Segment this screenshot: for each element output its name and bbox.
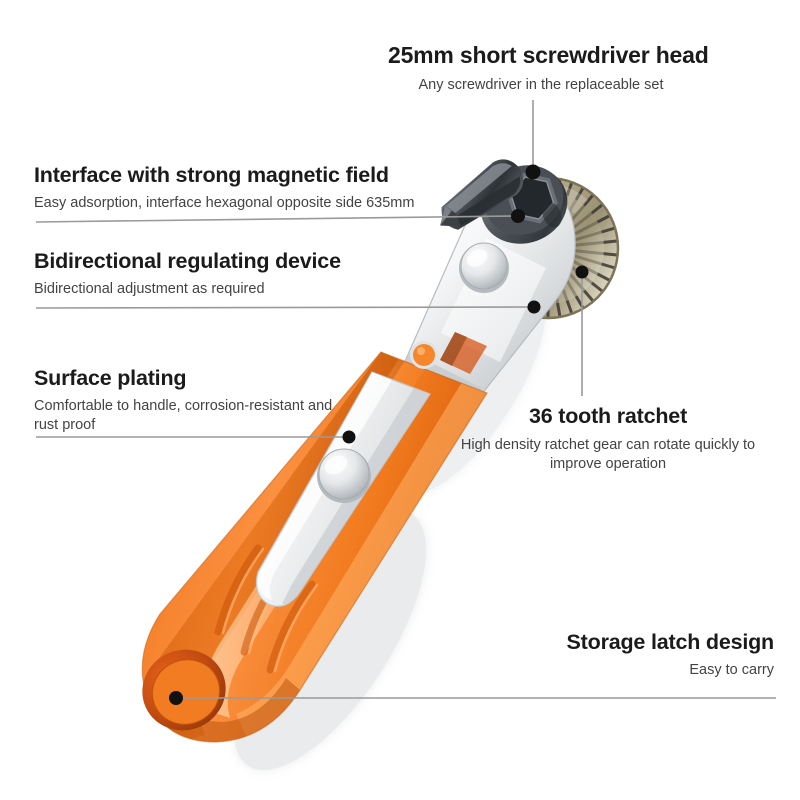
callout-storage-latch: Storage latch design Easy to carry (520, 630, 775, 680)
callout-surface-plating: Surface plating Comfortable to handle, c… (34, 366, 334, 434)
callout-tooth-ratchet: 36 tooth ratchet High density ratchet ge… (448, 404, 768, 473)
handle-rivet (317, 448, 371, 503)
callout-bidirectional-device: Bidirectional regulating device Bidirect… (34, 249, 394, 299)
callout-subtitle-screwdriver-head: Any screwdriver in the replaceable set (418, 77, 664, 94)
callout-magnetic-interface: Interface with strong magnetic field Eas… (34, 163, 434, 213)
callout-subtitle-tooth-ratchet: High density ratchet gear can rotate qui… (460, 437, 756, 472)
storage-latch (440, 332, 487, 374)
hanging-hole (142, 649, 226, 731)
callout-title-tooth-ratchet: 36 tooth ratchet (528, 404, 688, 428)
callout-subtitle-magnetic-interface: Easy adsorption, interface hexagonal opp… (34, 195, 415, 212)
callout-title-surface-plating: Surface plating (34, 366, 187, 390)
callout-title-storage-latch: Storage latch design (566, 630, 775, 654)
callout-screwdriver-head: 25mm short screwdriver head Any screwdri… (388, 42, 709, 95)
pivot-pin (410, 341, 438, 369)
callout-subtitle-storage-latch: Easy to carry (689, 662, 774, 679)
callout-title-bidirectional-device: Bidirectional regulating device (34, 249, 341, 273)
head-rivet (459, 242, 509, 293)
screwdriver-head (440, 159, 568, 244)
callout-subtitle-bidirectional-device: Bidirectional adjustment as required (34, 281, 265, 298)
callout-title-screwdriver-head: 25mm short screwdriver head (388, 42, 709, 68)
callout-subtitle-surface-plating: Comfortable to handle, corrosion-resista… (34, 398, 333, 433)
callout-title-magnetic-interface: Interface with strong magnetic field (34, 163, 389, 187)
